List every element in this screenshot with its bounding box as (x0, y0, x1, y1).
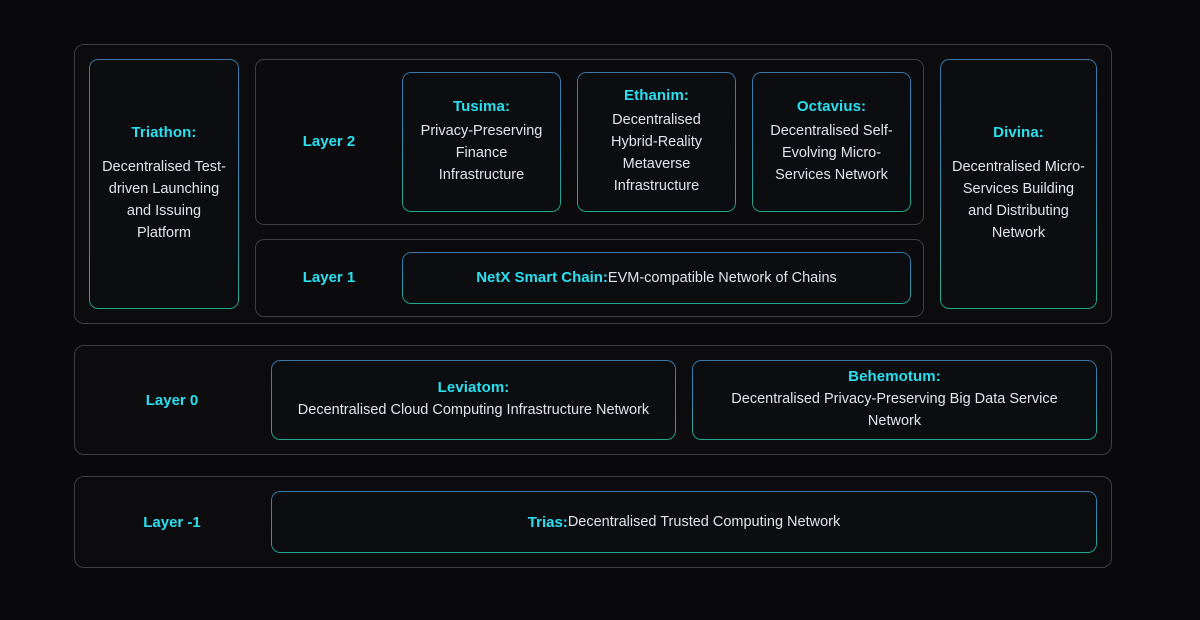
card-netx-description: EVM-compatible Network of Chains (607, 269, 837, 286)
card-ethanim[interactable]: Ethanim: Decentralised Hybrid-Reality Me… (577, 72, 736, 212)
card-leviatom[interactable]: Leviatom: Decentralised Cloud Computing … (271, 360, 676, 440)
card-ethanim-content: Ethanim: Decentralised Hybrid-Reality Me… (578, 73, 735, 211)
card-divina[interactable]: Divina: Decentralised Micro-Services Bui… (940, 59, 1097, 309)
card-tusima-title: Tusima: (452, 98, 511, 116)
group-layer-1: Layer 1 NetX Smart Chain: EVM-compatible… (255, 238, 924, 317)
card-divina-description: Decentralised Micro-Services Building an… (952, 159, 1085, 242)
card-behemotum-title: Behemotum: (848, 367, 941, 385)
card-triathon-content: Triathon: Decentralised Test-driven Laun… (90, 60, 238, 308)
card-divina-title: Divina: (993, 123, 1044, 141)
card-leviatom-description: Decentralised Cloud Computing Infrastruc… (297, 402, 650, 419)
layer-minus-1-label: Layer -1 (143, 513, 201, 531)
card-ethanim-description: Decentralised Hybrid-Reality Metaverse I… (610, 111, 703, 194)
card-leviatom-title: Leviatom: (437, 378, 510, 396)
card-behemotum[interactable]: Behemotum: Decentralised Privacy-Preserv… (692, 360, 1097, 440)
card-octavius-description: Decentralised Self-Evolving Micro-Servic… (770, 122, 893, 183)
card-trias-content: Trias: Decentralised Trusted Computing N… (272, 492, 1096, 552)
card-leviatom-content: Leviatom: Decentralised Cloud Computing … (272, 361, 675, 439)
group-layer-2: Layer 2 Tusima: Privacy-Preserving Finan… (255, 59, 924, 225)
layer-2-card-list: Tusima: Privacy-Preserving Finance Infra… (402, 72, 911, 212)
card-tusima-description: Privacy-Preserving Finance Infrastructur… (420, 122, 543, 183)
layer-0-label: Layer 0 (145, 391, 199, 409)
card-netx-content: NetX Smart Chain: EVM-compatible Network… (403, 253, 910, 303)
card-triathon-title: Triathon: (131, 123, 197, 141)
layer-0-card-list: Leviatom: Decentralised Cloud Computing … (271, 360, 1097, 440)
layer-1-label: Layer 1 (302, 269, 356, 287)
card-triathon-description: Decentralised Test-driven Launching and … (102, 159, 226, 242)
card-trias-description: Decentralised Trusted Computing Network (567, 514, 841, 530)
diagram-row-layer-minus-1: Layer -1 Trias: Decentralised Trusted Co… (74, 476, 1112, 568)
card-netx-smart-chain[interactable]: NetX Smart Chain: EVM-compatible Network… (402, 251, 911, 304)
diagram-row-upper: Triathon: Decentralised Test-driven Laun… (74, 44, 1112, 324)
card-divina-content: Divina: Decentralised Micro-Services Bui… (941, 60, 1096, 308)
card-trias-title: Trias: (527, 513, 568, 531)
card-netx-title: NetX Smart Chain: (476, 269, 608, 287)
card-octavius-title: Octavius: (796, 98, 867, 116)
card-behemotum-content: Behemotum: Decentralised Privacy-Preserv… (693, 361, 1096, 439)
card-tusima-content: Tusima: Privacy-Preserving Finance Infra… (403, 73, 560, 211)
card-ethanim-title: Ethanim: (624, 87, 689, 104)
card-trias[interactable]: Trias: Decentralised Trusted Computing N… (271, 491, 1097, 553)
card-tusima[interactable]: Tusima: Privacy-Preserving Finance Infra… (402, 72, 561, 212)
layer-2-label: Layer 2 (302, 133, 356, 151)
card-octavius[interactable]: Octavius: Decentralised Self-Evolving Mi… (752, 72, 911, 212)
card-triathon[interactable]: Triathon: Decentralised Test-driven Laun… (89, 59, 239, 309)
layer-stack-middle: Layer 2 Tusima: Privacy-Preserving Finan… (255, 59, 924, 317)
card-octavius-content: Octavius: Decentralised Self-Evolving Mi… (753, 73, 910, 211)
diagram-row-layer-0: Layer 0 Leviatom: Decentralised Cloud Co… (74, 345, 1112, 455)
card-behemotum-description: Decentralised Privacy-Preserving Big Dat… (731, 391, 1058, 430)
architecture-diagram: Triathon: Decentralised Test-driven Laun… (74, 44, 1112, 568)
